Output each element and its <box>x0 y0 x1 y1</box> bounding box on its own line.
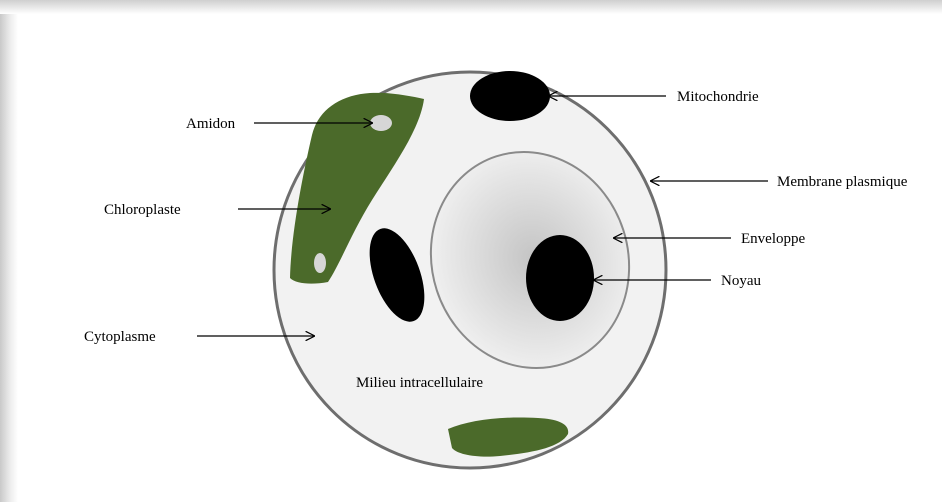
label-amidon: Amidon <box>186 116 236 132</box>
label-noyau: Noyau <box>721 273 761 289</box>
label-mitochondrie: Mitochondrie <box>677 89 759 105</box>
label-enveloppe: Enveloppe <box>741 231 805 247</box>
mitochondrion-top <box>470 71 550 121</box>
label-cytoplasme: Cytoplasme <box>84 329 156 345</box>
label-milieu-intracellulaire: Milieu intracellulaire <box>356 375 483 391</box>
nucleus <box>526 235 594 321</box>
starch-grain-2 <box>314 253 326 273</box>
label-membrane-plasmique: Membrane plasmique <box>777 174 908 190</box>
label-chloroplaste: Chloroplaste <box>104 202 181 218</box>
starch-grain-1 <box>370 115 392 131</box>
